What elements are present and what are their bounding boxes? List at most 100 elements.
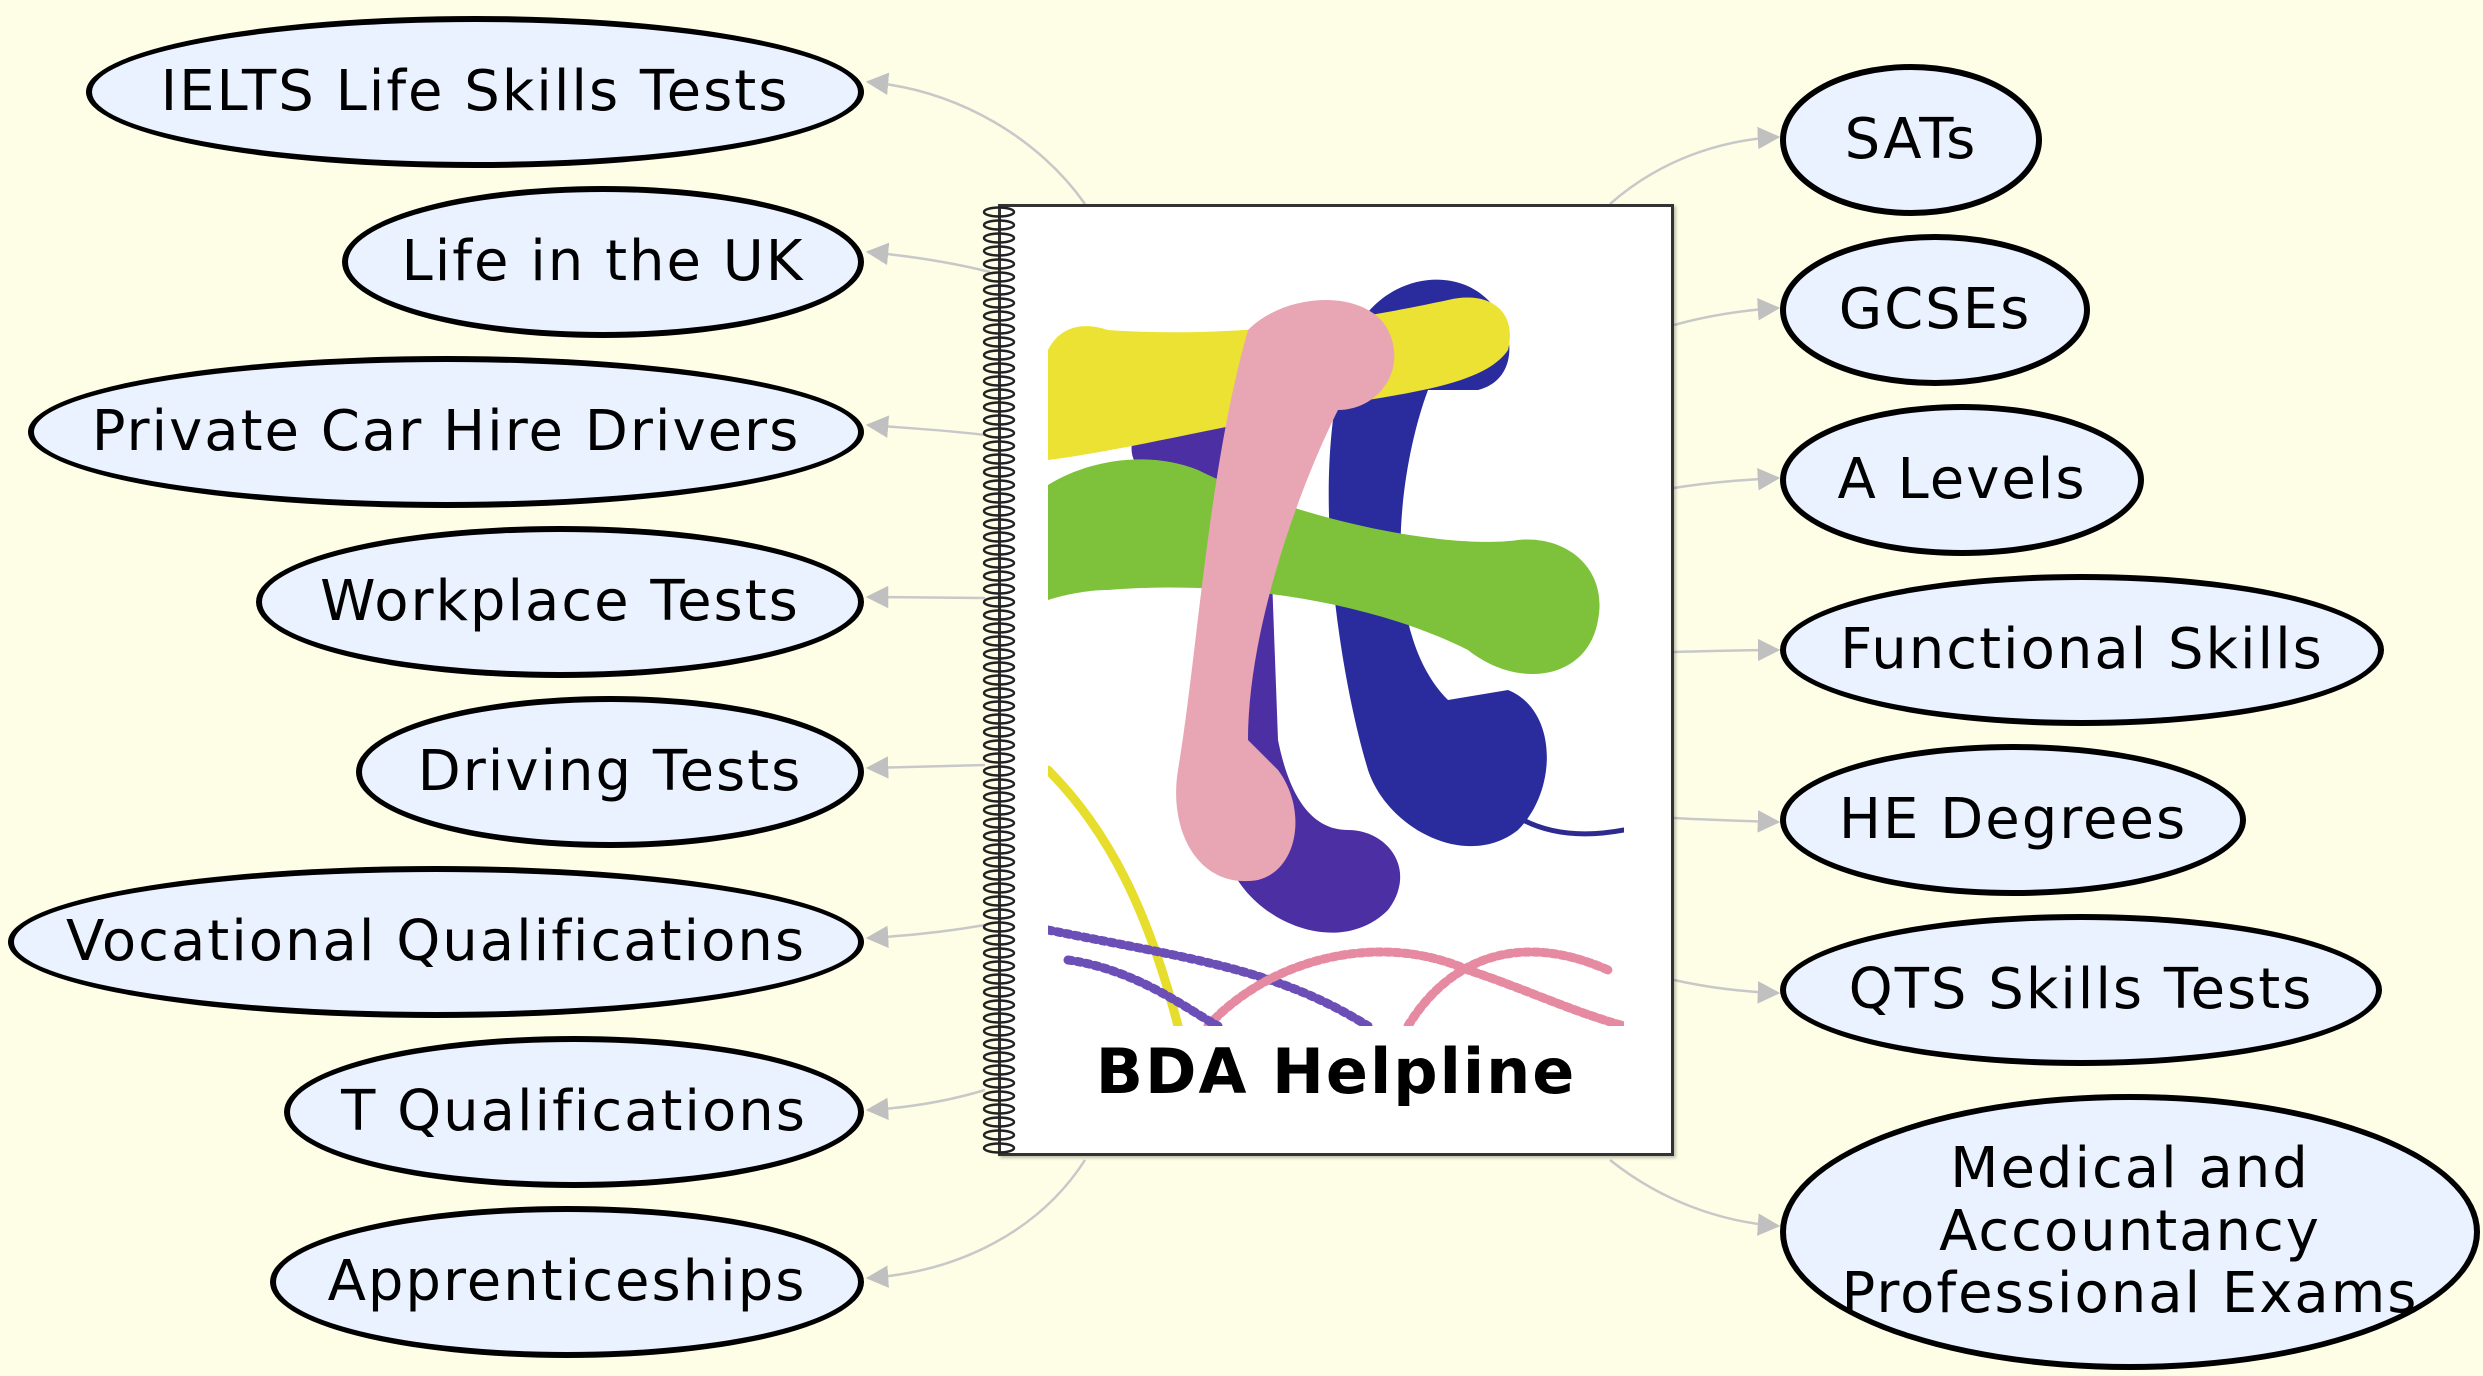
connector-a-levels — [1673, 467, 1781, 491]
spiral-ring — [982, 505, 1016, 517]
node-qts-skills-tests[interactable]: QTS Skills Tests — [1780, 914, 2382, 1066]
connector-workplace — [865, 585, 986, 609]
spiral-ring — [982, 583, 1016, 595]
spiral-ring — [982, 908, 1016, 920]
spiral-ring — [982, 609, 1016, 621]
spiral-ring — [982, 726, 1016, 738]
connector-ielts — [865, 72, 1087, 205]
connector-private-car — [865, 415, 986, 438]
node-ielts-life-skills[interactable]: IELTS Life Skills Tests — [86, 16, 864, 168]
spiral-ring — [982, 1142, 1016, 1154]
spiral-ring — [982, 986, 1016, 998]
spiral-ring — [982, 310, 1016, 322]
spiral-ring — [982, 336, 1016, 348]
spiral-ring — [982, 1012, 1016, 1024]
spiral-ring — [982, 674, 1016, 686]
spiral-ring — [982, 401, 1016, 413]
node-label: Private Car Hire Drivers — [91, 398, 801, 464]
spiral-ring — [982, 1051, 1016, 1063]
spiral-ring — [982, 635, 1016, 647]
node-a-levels[interactable]: A Levels — [1780, 404, 2144, 556]
spiral-ring — [982, 1116, 1016, 1128]
node-label: Life in the UK — [401, 228, 805, 294]
node-vocational-qualifications[interactable]: Vocational Qualifications — [8, 866, 864, 1018]
connector-life-uk — [865, 242, 991, 274]
node-functional-skills[interactable]: Functional Skills — [1780, 574, 2384, 726]
spiral-ring — [982, 388, 1016, 400]
spiral-ring — [982, 999, 1016, 1011]
node-driving-tests[interactable]: Driving Tests — [356, 696, 864, 848]
spiral-ring — [982, 323, 1016, 335]
node-sats[interactable]: SATs — [1780, 64, 2042, 216]
spiral-ring — [982, 778, 1016, 790]
connector-functional — [1673, 638, 1781, 662]
spiral-ring — [982, 1064, 1016, 1076]
spiral-ring — [982, 1103, 1016, 1115]
telephone-handsets-image — [1048, 279, 1624, 1026]
connector-driving — [865, 756, 986, 779]
spiral-ring — [982, 700, 1016, 712]
spiral-ring — [982, 882, 1016, 894]
spiral-ring — [982, 362, 1016, 374]
spiral-ring — [982, 479, 1016, 491]
node-label: HE Degrees — [1838, 786, 2188, 852]
coiled-cords — [1048, 707, 1624, 1026]
spiral-ring — [982, 791, 1016, 803]
node-apprenticeships[interactable]: Apprenticeships — [270, 1206, 864, 1358]
node-life-in-uk[interactable]: Life in the UK — [342, 186, 864, 338]
node-label: Apprenticeships — [327, 1248, 807, 1314]
spiral-ring — [982, 687, 1016, 699]
node-label: Vocational Qualifications — [65, 908, 807, 974]
node-label: Medical and Accountancy Professional Exa… — [1841, 1135, 2419, 1327]
node-t-qualifications[interactable]: T Qualifications — [284, 1036, 864, 1188]
node-label: A Levels — [1837, 446, 2087, 512]
spiral-ring — [982, 245, 1016, 257]
center-title: BDA Helpline — [1095, 1035, 1577, 1108]
connector-gcses — [1673, 297, 1781, 327]
spiral-ring — [982, 375, 1016, 387]
spiral-ring — [982, 284, 1016, 296]
node-label: IELTS Life Skills Tests — [160, 58, 790, 124]
spiral-ring — [982, 1077, 1016, 1089]
connector-apprenticeships — [865, 1159, 1087, 1288]
node-private-car-hire[interactable]: Private Car Hire Drivers — [28, 356, 864, 508]
spiral-ring — [982, 1129, 1016, 1141]
spiral-ring — [982, 232, 1016, 244]
spiral-ring — [982, 440, 1016, 452]
spiral-ring — [982, 830, 1016, 842]
node-label: Driving Tests — [417, 738, 803, 804]
node-label: T Qualifications — [341, 1078, 807, 1144]
spiral-ring — [982, 466, 1016, 478]
spiral-ring — [982, 817, 1016, 829]
spiral-ring — [982, 206, 1016, 218]
spiral-ring — [982, 557, 1016, 569]
spiral-ring — [982, 973, 1016, 985]
spiral-ring — [982, 947, 1016, 959]
spiral-ring — [982, 596, 1016, 608]
node-workplace-tests[interactable]: Workplace Tests — [256, 526, 864, 678]
spiral-ring — [982, 271, 1016, 283]
spiral-ring — [982, 297, 1016, 309]
connector-qts — [1673, 978, 1781, 1004]
spiral-ring — [982, 648, 1016, 660]
spiral-ring — [982, 869, 1016, 881]
spiral-ring — [982, 1038, 1016, 1050]
spiral-ring — [982, 895, 1016, 907]
spiral-ring — [982, 739, 1016, 751]
spiral-ring — [982, 804, 1016, 816]
green-handset — [1048, 459, 1600, 674]
spiral-ring — [982, 1090, 1016, 1102]
node-label: Functional Skills — [1840, 616, 2324, 682]
node-medical-accountancy[interactable]: Medical and Accountancy Professional Exa… — [1780, 1094, 2480, 1370]
node-label: QTS Skills Tests — [1848, 956, 2314, 1022]
spiral-ring — [982, 765, 1016, 777]
node-label: Workplace Tests — [320, 568, 800, 634]
pink-handset — [1176, 300, 1395, 882]
spiral-ring — [982, 518, 1016, 530]
spiral-ring — [982, 661, 1016, 673]
node-gcses[interactable]: GCSEs — [1780, 234, 2090, 386]
node-he-degrees[interactable]: HE Degrees — [1780, 744, 2246, 896]
spiral-ring — [982, 752, 1016, 764]
